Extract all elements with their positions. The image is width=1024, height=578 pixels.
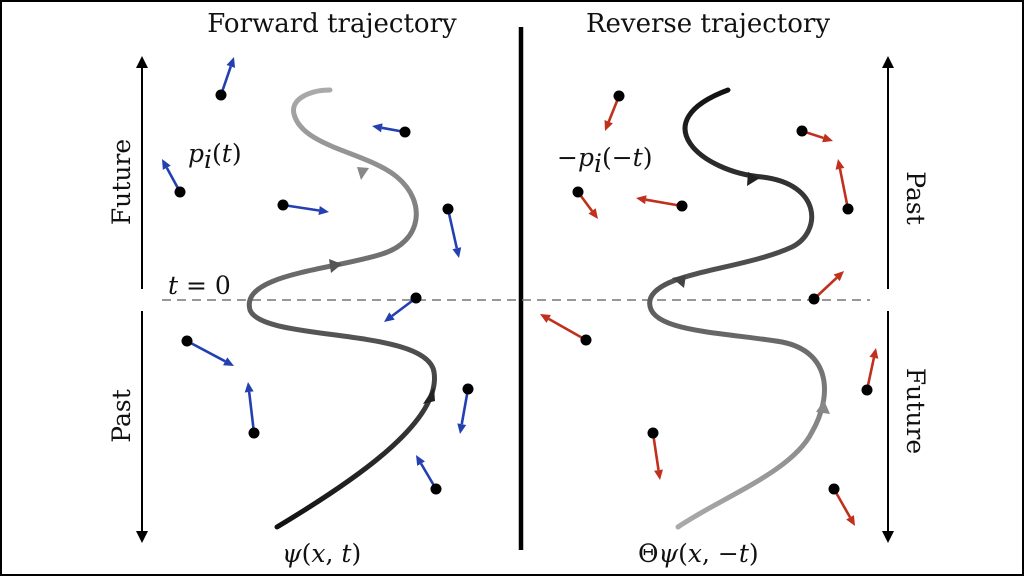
forward-particle-dot-4 (442, 203, 454, 215)
reverse-momentum-arrowhead-8 (654, 469, 663, 480)
reverse-momentum-arrowhead-4 (835, 159, 845, 170)
forward-particle-0 (215, 57, 236, 101)
forward-particle-1 (372, 123, 411, 138)
forward-momentum-arrowhead-8 (457, 423, 467, 434)
reverse-particle-0 (604, 90, 625, 131)
forward-momentum-arrowhead-7 (244, 382, 254, 393)
reverse-particle-dot-5 (808, 293, 820, 305)
forward-particle-3 (277, 199, 329, 215)
forward-particle-dot-9 (430, 483, 442, 495)
forward-trajectory-curve (246, 87, 437, 530)
forward-trajectory-arrowhead-middle (329, 259, 342, 273)
reverse-particle-8 (647, 427, 663, 480)
right-panel-title: Reverse trajectory (586, 9, 830, 39)
reverse-momentum-arrowhead-3 (636, 195, 647, 205)
forward-particle-4 (442, 203, 462, 258)
reverse-momentum-arrow-8 (651, 432, 660, 471)
momentum-label-right: −pi(−t) (557, 143, 652, 178)
forward-particle-7 (244, 382, 260, 439)
forward-particle-dot-5 (410, 292, 422, 304)
reverse-particle-dot-8 (647, 427, 659, 439)
reverse-particle-4 (835, 159, 854, 215)
time-zero-label: t = 0 (168, 271, 231, 300)
wavefunction-label-right: Θψ(x, −t) (638, 539, 759, 568)
forward-momentum-arrowhead-0 (226, 57, 236, 68)
reverse-particle-dot-9 (828, 483, 840, 495)
forward-trajectory-arrowhead-upper (357, 167, 369, 180)
forward-particle-dot-1 (399, 126, 411, 138)
reverse-particle-dot-3 (676, 200, 688, 212)
reverse-particle-3 (636, 195, 688, 212)
reverse-momentum-arrowhead-2 (588, 208, 598, 219)
right-future-label: Future (901, 368, 930, 454)
forward-momentum-arrow-4 (446, 208, 459, 249)
forward-momentum-arrowhead-2 (162, 159, 171, 170)
reverse-particle-2 (572, 186, 598, 219)
forward-momentum-arrowhead-3 (318, 206, 329, 215)
momentum-label-left: pi(t) (188, 139, 242, 174)
forward-momentum-arrowhead-1 (372, 123, 383, 133)
forward-momentum-arrow-3 (282, 203, 320, 212)
forward-particle-5 (384, 292, 422, 322)
reverse-trajectory-arrowhead-middle (672, 275, 686, 288)
forward-momentum-arrowhead-6 (223, 357, 234, 366)
reverse-momentum-arrow-4 (838, 168, 850, 210)
forward-particle-dot-0 (215, 89, 227, 101)
forward-particle-dot-7 (248, 427, 260, 439)
reverse-particle-9 (828, 483, 855, 526)
wavefunction-label-left: ψ(x, t) (282, 539, 361, 568)
forward-momentum-arrowhead-4 (452, 247, 462, 258)
reverse-trajectory-arrowhead-upper (747, 172, 760, 186)
reverse-particle-dot-1 (796, 125, 808, 137)
reverse-particle-dot-7 (861, 384, 873, 396)
left-future-label: Future (107, 139, 136, 225)
reverse-particles (540, 90, 879, 526)
reverse-momentum-arrow-6 (548, 317, 587, 342)
forward-particle-2 (162, 159, 186, 198)
left-past-label: Past (107, 389, 136, 442)
reverse-momentum-arrowhead-7 (869, 348, 879, 359)
reverse-momentum-arrowhead-0 (604, 120, 613, 131)
forward-momentum-arrow-6 (186, 339, 226, 363)
reverse-particle-1 (796, 125, 833, 143)
forward-particle-6 (181, 335, 234, 366)
forward-particles (162, 57, 474, 495)
reverse-momentum-arrowhead-6 (540, 314, 551, 323)
forward-momentum-arrow-8 (460, 388, 470, 425)
forward-particle-8 (457, 383, 474, 434)
forward-particle-dot-8 (462, 383, 474, 395)
reverse-momentum-arrowhead-1 (822, 133, 833, 143)
reverse-particle-7 (861, 348, 879, 396)
reverse-momentum-arrowhead-5 (833, 271, 844, 282)
reverse-trajectory-arrowhead-lower (816, 400, 830, 414)
reverse-particle-dot-0 (613, 90, 625, 102)
reverse-particle-dot-6 (580, 334, 592, 346)
forward-momentum-arrow-7 (247, 391, 256, 434)
forward-particle-9 (416, 455, 442, 495)
reverse-momentum-arrowhead-9 (846, 515, 855, 526)
reverse-trajectory-curve (647, 87, 827, 530)
forward-particle-dot-2 (174, 186, 186, 198)
left-panel-title: Forward trajectory (207, 9, 457, 39)
right-past-label: Past (901, 171, 930, 224)
forward-trajectory-arrowhead-lower (423, 387, 435, 404)
forward-particle-dot-6 (181, 335, 193, 347)
forward-momentum-arrowhead-9 (416, 455, 425, 466)
reverse-particle-5 (808, 271, 844, 305)
forward-momentum-arrowhead-5 (384, 312, 395, 322)
forward-particle-dot-3 (277, 199, 289, 211)
reverse-particle-6 (540, 314, 592, 346)
reverse-particle-dot-2 (572, 186, 584, 198)
reverse-momentum-arrow-3 (645, 198, 683, 208)
reverse-particle-dot-4 (842, 203, 854, 215)
